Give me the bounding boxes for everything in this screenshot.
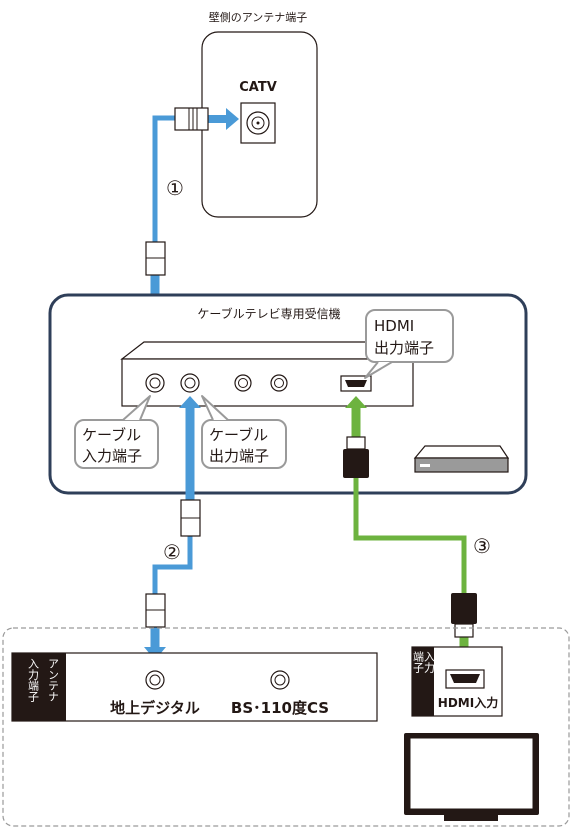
hdmi-out-callout-line2: 出力端子 [374,339,434,357]
step-3-marker: ③ [473,534,491,558]
cable-out-callout-line1: ケーブル [209,426,268,444]
coax-plug-tv-in [145,593,166,628]
coax-plug-receiver-end [145,241,166,276]
coax-plug-wall-end [174,107,209,131]
receiver-label: ケーブルテレビ専用受信機 [197,306,340,321]
hdmi-plug-tv-end [451,593,477,638]
tv-area-outline [2,627,570,827]
tv-antenna-panel: アンテナ 入力端子 [11,652,378,722]
catv-jack [240,102,276,144]
antenna-side-label-line1: アンテナ [47,658,60,702]
hdmi-out-callout-line1: HDMI [374,317,414,335]
hdmi-input-label: HDMI入力 [438,695,498,710]
terrestrial-jack [145,670,165,690]
hdmi-plug-receiver-end [343,436,369,478]
receiver-thumbnail-icon [413,445,510,473]
auxiliary-jack-1 [234,374,252,392]
terrestrial-digital-label: 地上デジタル [110,699,200,717]
step-2-marker: ② [163,540,181,564]
wall-outlet-caption: 壁側のアンテナ端子 [209,10,308,24]
hdmi-out-callout: HDMI 出力端子 [364,309,454,379]
catv-label: CATV [239,80,277,95]
bs-cs-jack [270,670,290,690]
hdmi-output-port [340,375,372,392]
cable-out-callout: ケーブル 出力端子 [201,395,287,469]
antenna-side-label-line2: 入力端子 [27,658,40,702]
cable-output-jack [180,373,200,393]
bs-cs-label: BS･110度CS [231,699,329,717]
cable-in-callout-line1: ケーブル [82,426,141,444]
cable-in-callout-line2: 入力端子 [82,447,142,465]
hdmi-side-label-line2: 端子 [412,651,425,673]
step-1-marker: ① [166,176,184,200]
hdmi-input-port [445,669,485,689]
hdmi-side-label-line1: 入力 [423,651,436,673]
cable-out-callout-line2: 出力端子 [209,447,269,465]
tv-set-icon [404,733,539,821]
coax-plug-receiver-out [180,499,201,537]
cable-input-jack [145,373,165,393]
auxiliary-jack-2 [270,374,288,392]
cable-in-callout: ケーブル 入力端子 [74,395,159,469]
